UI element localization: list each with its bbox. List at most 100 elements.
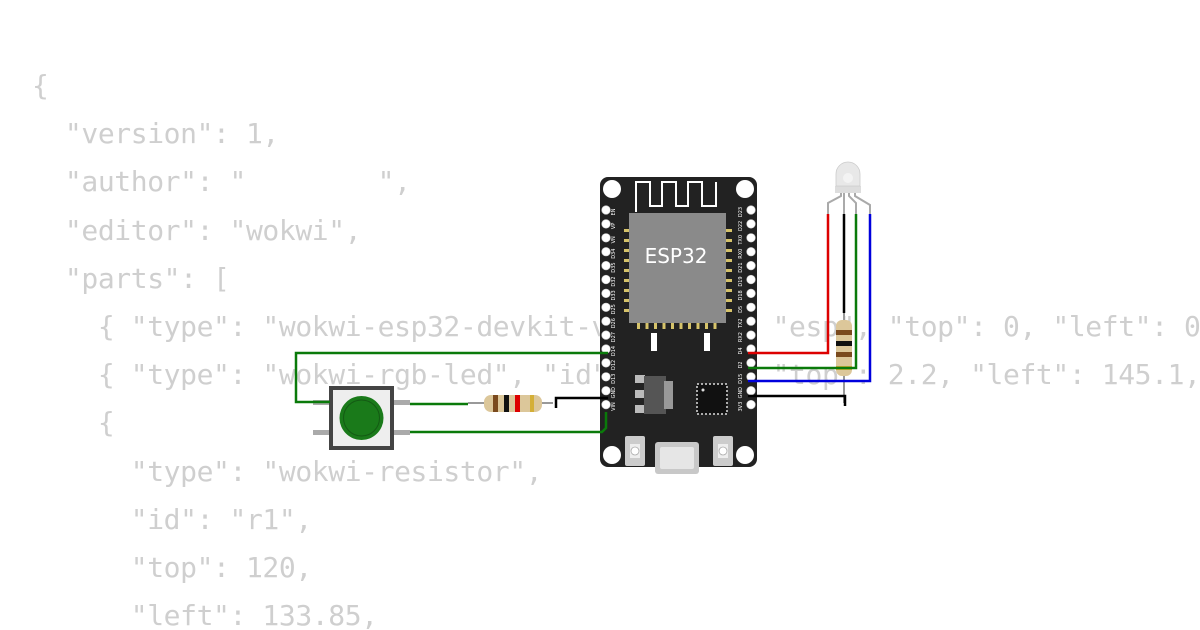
pin-hole[interactable]: [746, 288, 756, 299]
code-line: "type": "wokwi-resistor",: [32, 454, 543, 488]
wire-r2-to-gnd: [748, 394, 847, 406]
boot-button[interactable]: [713, 436, 733, 466]
pin-label: D19: [738, 276, 744, 286]
code-line: "id": "r1",: [32, 502, 312, 536]
chip-pad: [726, 289, 732, 292]
pin-label: D18: [738, 290, 744, 300]
pin-label: D32: [611, 276, 617, 286]
pin-hole[interactable]: [746, 316, 756, 326]
code-line: "parts": [: [32, 261, 230, 295]
voltage-regulator: [635, 375, 673, 414]
mounting-hole: [603, 180, 621, 198]
left-pin-header[interactable]: [601, 205, 611, 410]
pin-label: RX2: [738, 332, 744, 342]
pin-label: TX2: [738, 318, 744, 329]
pin-hole[interactable]: [601, 372, 611, 382]
mounting-hole: [736, 180, 754, 198]
pin-hole[interactable]: [746, 302, 756, 312]
pin-hole[interactable]: [601, 316, 611, 326]
pin-hole[interactable]: [746, 274, 756, 285]
pin-label: D33: [611, 290, 617, 300]
pin-label: TX0: [738, 235, 744, 246]
esp32-chip: [629, 213, 726, 323]
pin-label: D34: [611, 249, 617, 259]
pin-hole[interactable]: [601, 358, 611, 368]
pin-hole[interactable]: [746, 386, 756, 396]
pin-label: VP: [611, 223, 617, 229]
esp32-devkit-board[interactable]: ESP32 ENVPVND34D35D32D33D25D26D27D14D12D…: [600, 177, 757, 474]
pin-hole[interactable]: [601, 400, 611, 410]
pin-label: D26: [611, 318, 617, 328]
pin-hole[interactable]: [601, 330, 611, 340]
chip-pad: [726, 259, 732, 262]
pin-hole[interactable]: [746, 358, 756, 368]
micro-usb-port: [655, 442, 699, 474]
pin-label: D14: [611, 346, 617, 356]
pin-label: D2: [738, 361, 744, 368]
pin-hole[interactable]: [746, 400, 756, 410]
pin-label: VIN: [611, 402, 617, 411]
pin-label: D4: [738, 347, 744, 354]
rgb-led[interactable]: [827, 161, 871, 214]
code-line: "left": 133.85,: [32, 599, 378, 630]
pin-label: D22: [738, 221, 744, 231]
code-line: "editor": "wokwi",: [32, 213, 362, 247]
chip-pad: [624, 259, 630, 262]
pin-label: D21: [738, 262, 744, 272]
pin-hole[interactable]: [746, 261, 756, 271]
pin-hole[interactable]: [601, 261, 611, 271]
chip-pad: [726, 229, 732, 232]
pin-hole[interactable]: [601, 219, 611, 229]
chip-pad: [726, 299, 732, 302]
pin-hole[interactable]: [601, 205, 611, 215]
pin-hole[interactable]: [746, 330, 756, 340]
pin-hole[interactable]: [746, 205, 756, 215]
pin-label: GND: [738, 387, 744, 399]
pin-label: VN: [611, 236, 617, 243]
chip-pad: [679, 323, 683, 329]
pin-hole[interactable]: [746, 219, 756, 229]
resistor-r1[interactable]: [468, 395, 553, 412]
wire-resistor-to-gnd: [554, 396, 608, 408]
chip-pad: [671, 323, 674, 329]
pin-label: D35: [611, 262, 617, 272]
left-pin-labels: ENVPVND34D35D32D33D25D26D27D14D12D13GNDV…: [611, 208, 617, 411]
chip-pad: [726, 309, 732, 312]
pin-hole[interactable]: [746, 247, 756, 257]
pin-hole[interactable]: [601, 302, 611, 312]
pin-hole[interactable]: [601, 233, 611, 243]
pin-label: D5: [738, 306, 744, 313]
chip-pad: [688, 323, 691, 329]
pushbutton-cap[interactable]: [339, 396, 384, 440]
chip-pad: [696, 323, 700, 329]
en-button[interactable]: [625, 436, 645, 466]
code-line: {: [32, 69, 49, 102]
code-line: {: [32, 406, 115, 440]
resistor-r2[interactable]: [836, 313, 852, 403]
chip-pad: [654, 323, 657, 329]
mounting-hole: [603, 446, 621, 464]
pushbutton[interactable]: [313, 386, 410, 450]
chip-pad: [726, 239, 732, 242]
chip-pad: [662, 323, 666, 329]
antenna-trace: [635, 181, 717, 212]
pin-hole[interactable]: [601, 386, 611, 396]
chip-pad: [637, 323, 640, 329]
usb-uart-chip: [696, 383, 728, 415]
chip-pad: [726, 269, 732, 272]
code-line: "version": 1,: [32, 117, 279, 151]
chip-pad: [713, 323, 717, 329]
pin-hole[interactable]: [746, 233, 756, 243]
chip-pad: [624, 289, 630, 292]
pin-hole[interactable]: [601, 274, 611, 285]
chip-pad: [624, 239, 630, 242]
right-pin-header[interactable]: [746, 205, 756, 410]
pin-hole[interactable]: [601, 247, 611, 257]
esp32-chip-label: ESP32: [645, 244, 708, 268]
pin-label: D12: [611, 360, 617, 370]
smd-pad: [651, 333, 657, 351]
pin-label: 3V3: [738, 402, 744, 412]
pin-hole[interactable]: [601, 288, 611, 299]
chip-pads: [624, 229, 732, 329]
